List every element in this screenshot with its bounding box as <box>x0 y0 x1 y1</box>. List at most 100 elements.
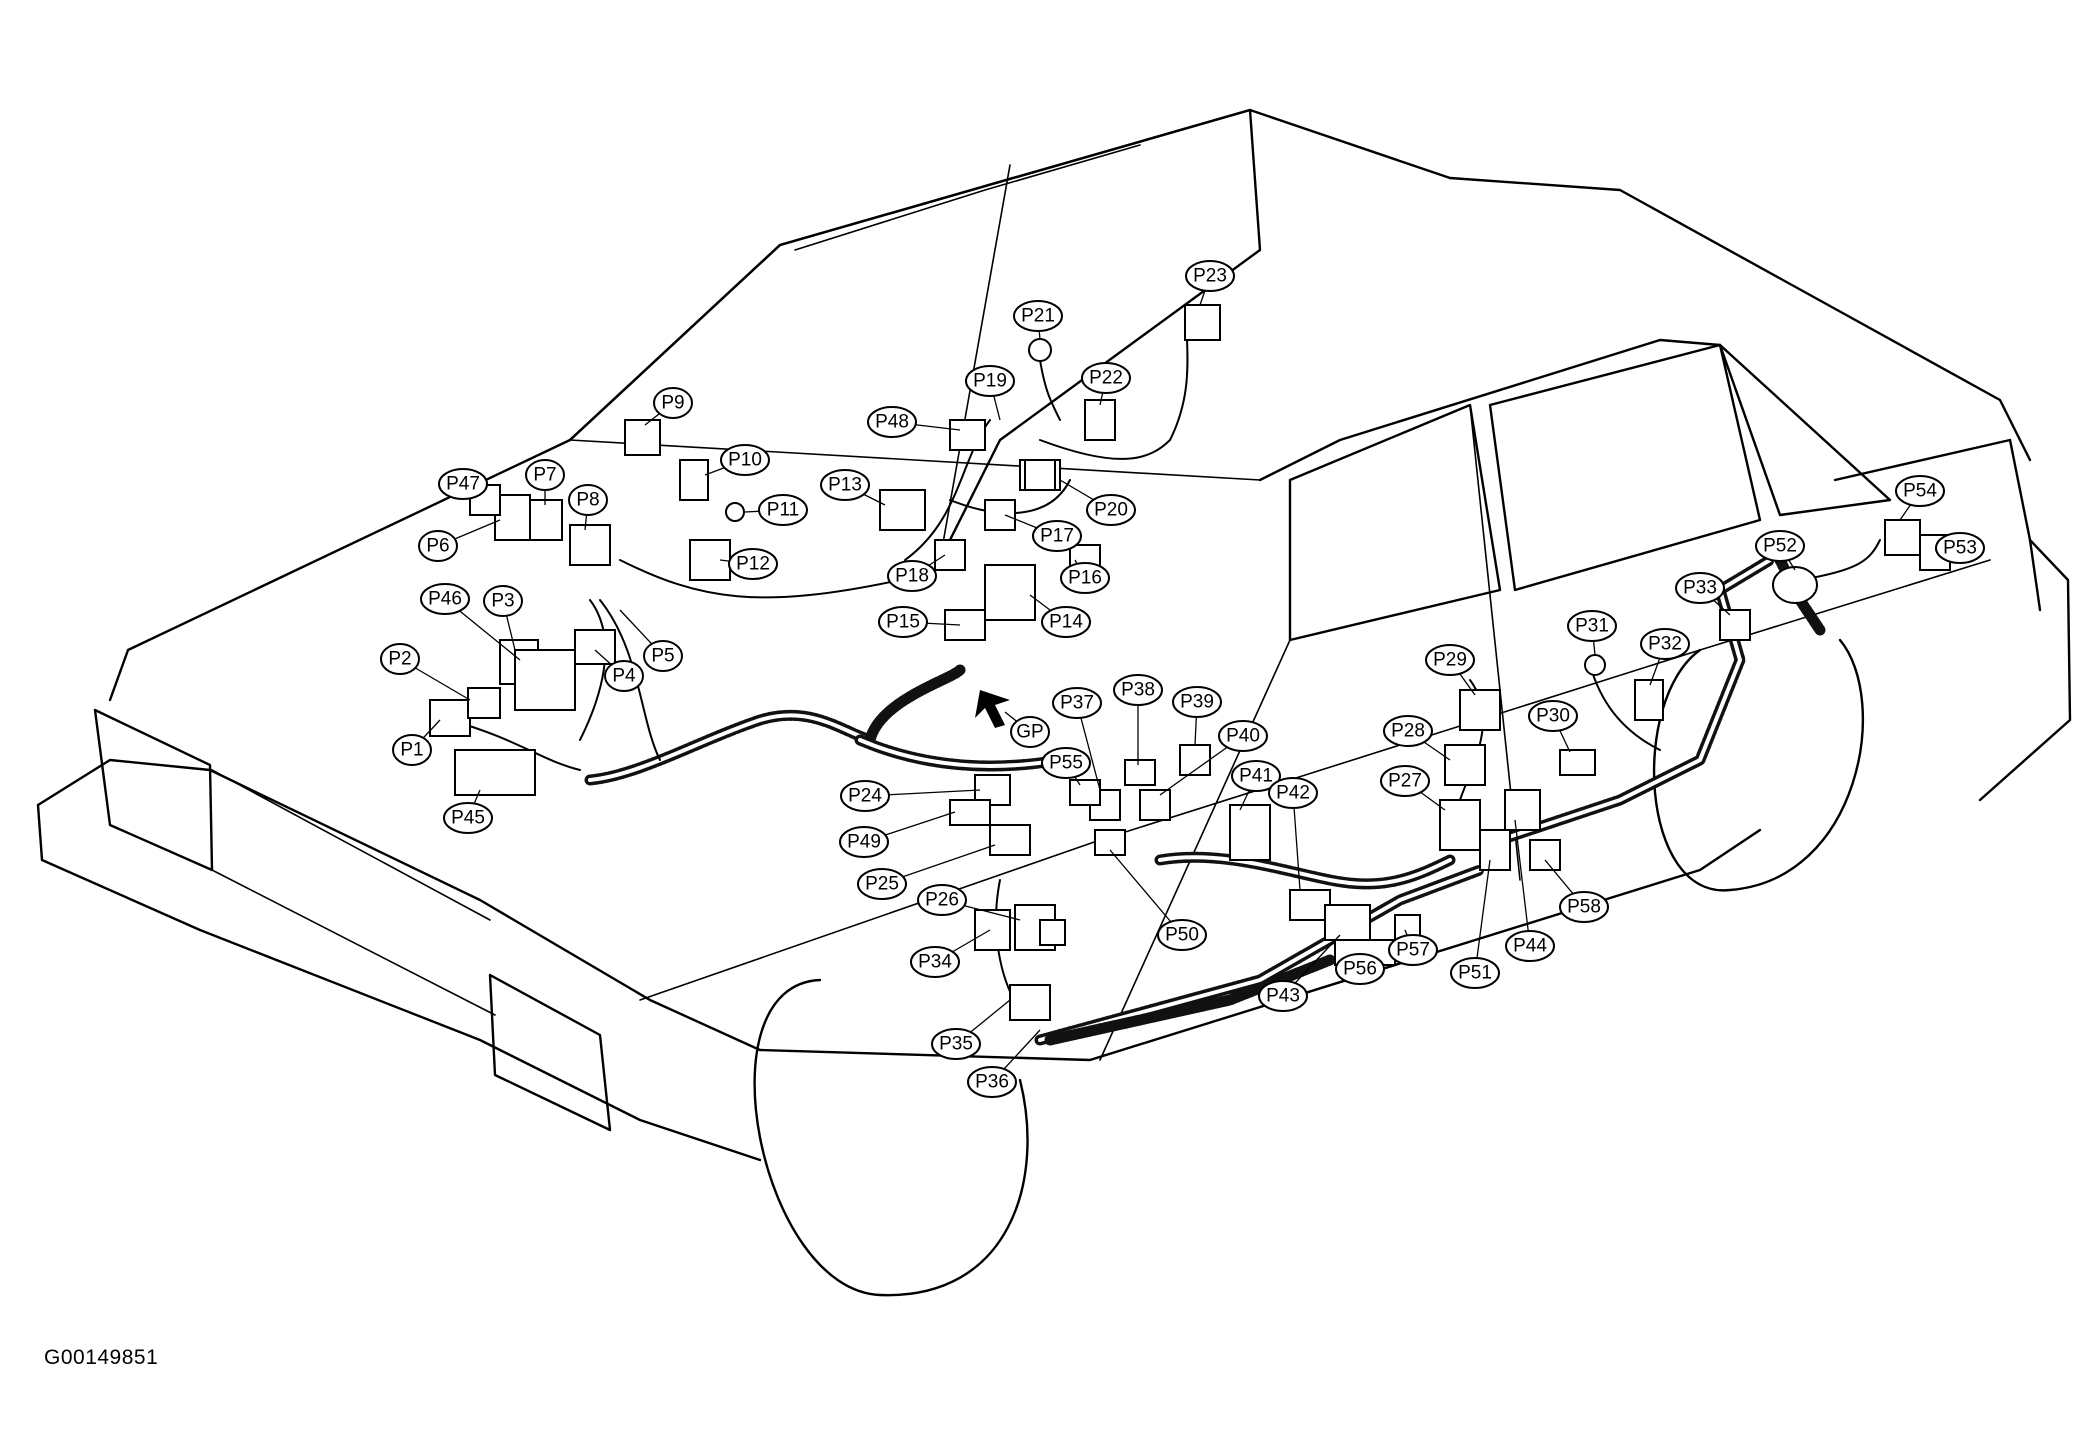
callout-p15: P15 <box>878 606 928 638</box>
callout-p15-oval <box>878 606 928 638</box>
callout-p14: P14 <box>1041 606 1091 638</box>
callout-p6-oval <box>418 530 458 562</box>
wire-p45 <box>449 719 581 771</box>
callout-p30-text: P30 <box>1536 706 1570 727</box>
connector-p23 <box>1184 304 1221 341</box>
connector-p29 <box>1459 689 1501 731</box>
callout-p4: P4 <box>604 660 644 692</box>
callout-p46-oval <box>420 583 470 615</box>
callout-p13-text: P13 <box>828 475 862 496</box>
callout-p8: P8 <box>568 484 608 516</box>
grille-lower-line <box>211 869 496 1016</box>
callout-p48-oval <box>867 406 917 438</box>
callout-p11-text: P11 <box>767 500 799 521</box>
callout-p1-text: P1 <box>400 740 423 761</box>
front-fascia <box>36 803 762 1162</box>
headlight-right <box>488 973 612 1132</box>
callout-p9-oval <box>653 387 693 419</box>
callout-p40-text: P40 <box>1226 726 1260 747</box>
callout-p44-leader <box>1514 819 1531 947</box>
connector-p35 <box>1009 984 1051 1021</box>
callout-p33-oval <box>1675 572 1725 604</box>
connector-p14 <box>984 564 1036 621</box>
callout-p53-text: P53 <box>1943 538 1977 559</box>
callout-p3-oval <box>483 585 523 617</box>
callout-p56-text: P56 <box>1343 959 1377 980</box>
callout-p43-text: P43 <box>1266 986 1300 1007</box>
callout-p16: P16 <box>1060 562 1110 594</box>
connector-p9 <box>624 419 661 456</box>
callout-p9-text: P9 <box>661 393 684 414</box>
callout-p35-oval <box>931 1028 981 1060</box>
callout-p7-text: P7 <box>533 465 556 486</box>
callout-p25-text: P25 <box>865 874 899 895</box>
callout-p42-oval <box>1268 777 1318 809</box>
connector-p54 <box>1884 519 1921 556</box>
callout-p43-oval <box>1258 980 1308 1012</box>
callout-p29: P29 <box>1425 644 1475 676</box>
wire-cowl-b <box>949 479 1071 515</box>
harness-cowl <box>864 664 966 746</box>
door-cut-rear <box>1099 639 1291 1061</box>
callout-p11-oval <box>758 494 808 526</box>
connector-p42 <box>1289 889 1331 921</box>
callout-p20: P20 <box>1086 494 1136 526</box>
callout-p58-oval <box>1559 891 1609 923</box>
callout-p30-oval <box>1528 700 1578 732</box>
callout-p27: P27 <box>1380 765 1430 797</box>
callout-p23-oval <box>1185 260 1235 292</box>
callout-p47-oval <box>438 468 488 500</box>
callout-p26-oval <box>917 884 967 916</box>
callout-p28-oval <box>1383 715 1433 747</box>
connector-p43 <box>1324 904 1371 941</box>
connector-p7 <box>529 499 563 541</box>
callout-p28: P28 <box>1383 715 1433 747</box>
callout-p10-oval <box>720 444 770 476</box>
connector-p49 <box>949 799 991 826</box>
callout-ground-point-oval <box>1010 716 1050 748</box>
callout-p43: P43 <box>1258 980 1308 1012</box>
connector-p13 <box>879 489 926 531</box>
connector-p34 <box>974 909 1011 951</box>
callout-p26: P26 <box>917 884 967 916</box>
callout-p2: P2 <box>380 643 420 675</box>
callout-p27-oval <box>1380 765 1430 797</box>
figure-id: G00149851 <box>44 1346 159 1369</box>
hood-outline <box>108 108 1452 702</box>
callout-p58-text: P58 <box>1567 897 1601 918</box>
callout-ground-point-text: GP <box>1016 722 1043 743</box>
callout-p16-text: P16 <box>1068 568 1102 589</box>
callout-p5: P5 <box>643 640 683 672</box>
callout-p25-oval <box>857 868 907 900</box>
callout-p8-text: P8 <box>576 490 599 511</box>
callout-p38-oval <box>1113 674 1163 706</box>
wire-front-1 <box>579 599 607 741</box>
front-wheel <box>753 978 1029 1297</box>
callout-p54-oval <box>1895 475 1945 507</box>
connector-p45 <box>454 749 536 796</box>
callout-p42-text: P42 <box>1276 783 1310 804</box>
callout-p55: P55 <box>1041 747 1091 779</box>
callout-p49-oval <box>839 826 889 858</box>
connector-p2 <box>467 687 501 719</box>
roof-outline <box>1448 176 2032 462</box>
callout-p2-text: P2 <box>388 649 411 670</box>
callout-p3-text: P3 <box>491 591 514 612</box>
connector-p10 <box>679 459 709 501</box>
callout-p48-text: P48 <box>875 412 909 433</box>
callout-p30: P30 <box>1528 700 1578 732</box>
callout-p54: P54 <box>1895 475 1945 507</box>
callout-p51: P51 <box>1450 957 1500 989</box>
callout-p6: P6 <box>418 530 458 562</box>
callout-p44-text: P44 <box>1513 936 1547 957</box>
connector-p17 <box>984 499 1016 531</box>
callout-p33-text: P33 <box>1683 578 1717 599</box>
connector-p18 <box>934 539 966 571</box>
callout-p56: P56 <box>1335 953 1385 985</box>
connector-p41 <box>1229 804 1271 861</box>
rear-deck <box>1833 438 2042 612</box>
callout-p22: P22 <box>1081 362 1131 394</box>
a-pillar <box>939 164 1011 561</box>
callout-p14-text: P14 <box>1049 612 1083 633</box>
